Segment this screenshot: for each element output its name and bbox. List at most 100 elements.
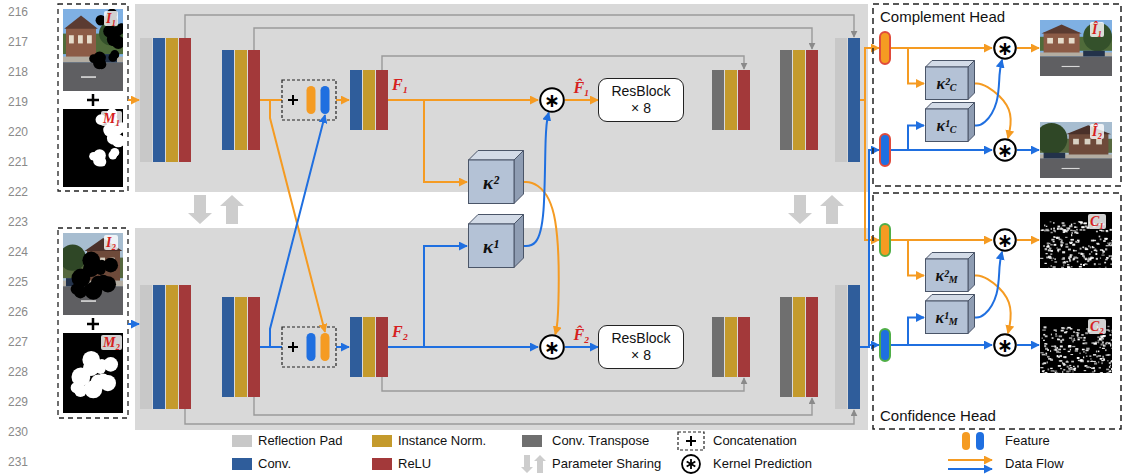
layer-bar: [350, 317, 362, 377]
confidence-speckle: [1109, 334, 1111, 335]
confidence-speckle: [1063, 356, 1066, 358]
confidence-speckle: [1042, 229, 1044, 230]
kernel-symbol: κ¹: [935, 310, 948, 326]
legend-text: Concatenation: [713, 433, 797, 448]
layer-bar: [712, 317, 724, 377]
confidence-speckle: [1065, 243, 1068, 245]
confidence-speckle: [1077, 337, 1080, 339]
confidence-speckle: [1062, 259, 1065, 260]
kernel-prediction-symbol: ∗: [997, 141, 1013, 160]
confidence-map: [1040, 212, 1112, 268]
confidence-speckle: [1069, 225, 1071, 227]
confidence-speckle: [1050, 244, 1052, 245]
legend-text: Feature: [1005, 433, 1050, 448]
confidence-speckle: [1094, 362, 1097, 364]
confidence-speckle: [1110, 365, 1111, 366]
confidence-speckle: [1059, 335, 1062, 337]
confidence-speckle: [1065, 246, 1068, 248]
confidence-speckle: [1044, 343, 1046, 345]
confidence-speckle: [1056, 347, 1057, 349]
image-label: C₁: [1088, 214, 1106, 229]
skip-connection: [382, 377, 744, 391]
confidence-speckle: [1111, 244, 1112, 246]
confidence-speckle: [1077, 334, 1079, 336]
confidence-speckle: [1105, 248, 1107, 250]
layer-bar: [235, 297, 247, 397]
confidence-speckle: [1111, 368, 1112, 370]
line-number: 228: [0, 365, 28, 379]
line-number: 230: [0, 425, 28, 439]
cube-front: [926, 259, 969, 292]
legend-entry: Kernel Prediction: [713, 456, 812, 472]
confidence-speckle: [1044, 263, 1046, 264]
street-photo: [1040, 20, 1112, 76]
confidence-speckle: [1101, 343, 1103, 345]
cube-face: κ¹: [468, 224, 514, 268]
legend-swatch: [232, 435, 252, 447]
confidence-speckle: [1053, 241, 1055, 242]
layer-bar: [835, 38, 847, 162]
confidence-speckle: [1056, 351, 1059, 353]
circle-outline: [994, 37, 1016, 59]
confidence-speckle: [1087, 260, 1089, 262]
cube-face: κ²C: [925, 67, 968, 100]
confidence-speckle: [1108, 342, 1110, 344]
confidence-speckle: [1057, 237, 1060, 239]
confidence-speckle: [1106, 342, 1108, 343]
confidence-speckle: [1044, 326, 1047, 328]
feature-pill: [307, 333, 316, 361]
confidence-speckle: [1081, 334, 1083, 335]
layer-bar: [153, 38, 165, 162]
confidence-speckle: [1080, 229, 1083, 231]
map-ground: [1040, 317, 1112, 373]
kernel-box: κ²C: [925, 60, 975, 100]
street-photo: [63, 233, 123, 315]
feature-flow-arrow: [524, 113, 549, 246]
confidence-speckle: [1090, 358, 1091, 359]
confidence-speckle: [1094, 263, 1096, 265]
head-title-wrap: Confidence Head: [880, 407, 996, 425]
circle-face: ∗: [539, 334, 565, 360]
layer-bar: [222, 297, 234, 397]
head-input-line: [865, 100, 879, 240]
confidence-speckle: [1083, 247, 1084, 249]
confidence-speckle: [1049, 248, 1051, 250]
confidence-speckle: [1077, 261, 1079, 263]
confidence-speckle: [1091, 342, 1094, 343]
road: [63, 62, 123, 91]
confidence-speckle: [1098, 341, 1099, 343]
confidence-speckle: [1060, 242, 1063, 243]
legend-entry: ReLU: [398, 456, 431, 472]
confidence-speckle: [1053, 236, 1055, 237]
confidence-speckle: [1077, 240, 1080, 241]
window: [1069, 38, 1075, 44]
confidence-speckle: [1061, 330, 1064, 332]
parameter-sharing-arrow: [220, 195, 244, 224]
mask-blob: [93, 154, 105, 166]
confidence-speckle: [1072, 346, 1075, 347]
confidence-speckle: [1102, 255, 1105, 256]
confidence-speckle: [1057, 247, 1058, 248]
confidence-speckle: [1057, 355, 1059, 357]
feature-arrow: [388, 346, 538, 348]
head-feature-line: [890, 47, 992, 49]
street-photo: [1040, 122, 1112, 178]
confidence-speckle: [1080, 337, 1082, 338]
image-label: Î₁: [1090, 22, 1104, 37]
confidence-speckle: [1043, 362, 1046, 364]
confidence-speckle: [1102, 335, 1105, 337]
confidence-speckle: [1040, 352, 1043, 353]
confidence-speckle: [1062, 251, 1065, 253]
kernel-prediction-symbol: ∗: [997, 336, 1013, 355]
confidence-speckle: [1051, 260, 1052, 261]
confidence-speckle: [1101, 338, 1104, 339]
confidence-speckle: [1062, 222, 1065, 224]
confidence-speckle: [1068, 345, 1071, 347]
lane-mark: [81, 300, 96, 302]
confidence-speckle: [1091, 251, 1092, 253]
confidence-speckle: [1090, 367, 1091, 368]
confidence-speckle: [1068, 268, 1071, 269]
confidence-speckle: [1094, 250, 1097, 252]
layer-bar: [235, 50, 247, 150]
legend-text: Parameter Sharing: [552, 456, 661, 471]
